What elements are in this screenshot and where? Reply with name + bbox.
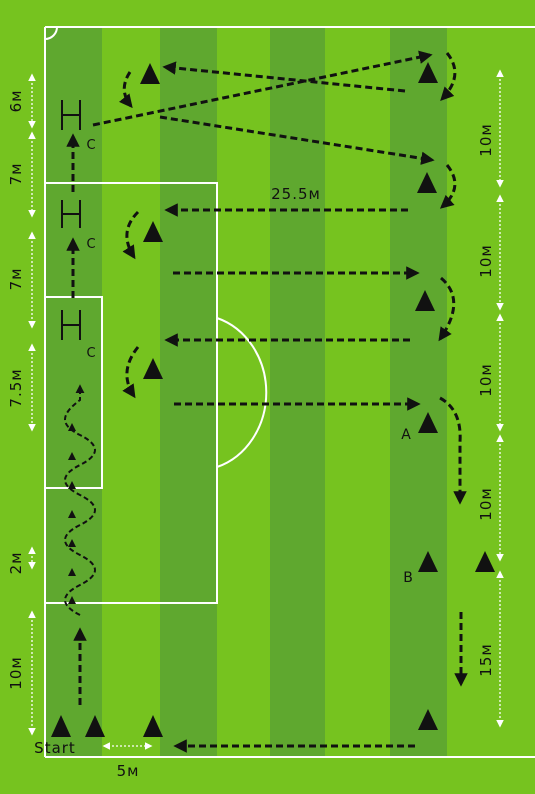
right-distance-labels: 10м 10м 10м 10м 15м	[477, 123, 495, 676]
hurdle-icon	[61, 200, 81, 228]
dashed-arrow	[92, 50, 433, 127]
hurdle-label: C	[86, 346, 95, 361]
distance-label: 7.5м	[7, 368, 25, 407]
cone-icon	[143, 221, 163, 242]
distance-label: 15м	[477, 643, 495, 676]
cone-icon	[417, 172, 437, 193]
cone-icon	[418, 62, 438, 83]
cone-icon	[475, 551, 495, 572]
distance-label: 10м	[477, 487, 495, 520]
dashed-arrow	[440, 52, 457, 101]
distance-label: 10м	[7, 656, 25, 689]
cone-icon	[140, 63, 160, 84]
cone-a-icon	[418, 412, 438, 433]
start-label: Start	[34, 739, 76, 757]
left-distance-labels: 6м 7м 7м 7.5м 2м 10м	[7, 90, 25, 690]
cone-icon	[85, 715, 105, 737]
cone-b-icon	[418, 551, 438, 572]
dashed-arrow	[118, 71, 133, 109]
cone-icon	[51, 715, 71, 737]
distance-label: 2м	[7, 552, 25, 575]
width-top-label: 25.5м	[271, 185, 321, 203]
dashed-arrow	[439, 396, 467, 505]
dashed-arrow	[162, 61, 406, 93]
cone-a-label: A	[401, 427, 411, 443]
hurdles	[61, 100, 81, 340]
dashed-arrow	[159, 115, 435, 165]
penalty-arc	[216, 317, 268, 468]
cone-icon	[143, 715, 163, 737]
cone-icon	[143, 358, 163, 379]
pitch-lines	[44, 26, 535, 758]
dashed-arrow	[438, 276, 456, 342]
dashed-arrow	[122, 346, 140, 399]
cone-icon	[415, 290, 435, 311]
corner-arc	[44, 26, 58, 40]
distance-label: 10м	[477, 244, 495, 277]
slalom-dribble	[64, 384, 96, 616]
cone-b-label: B	[403, 570, 413, 586]
hurdle-label: C	[86, 138, 95, 153]
dashed-arrow	[439, 164, 457, 209]
distance-label: 10м	[477, 363, 495, 396]
hurdle-icon	[61, 100, 81, 130]
distance-label: 7м	[7, 163, 25, 186]
distance-label: 7м	[7, 268, 25, 291]
distance-label: 10м	[477, 123, 495, 156]
hurdle-label: C	[86, 237, 95, 252]
grass-stripes	[45, 27, 447, 757]
cone-icon	[418, 709, 438, 730]
dashed-arrow	[122, 210, 140, 260]
cones	[51, 62, 495, 737]
start-gap-label: 5м	[117, 762, 140, 780]
hurdle-icon	[61, 310, 81, 340]
distance-label: 6м	[7, 90, 25, 113]
penalty-area	[45, 182, 218, 604]
movement-arrows	[66, 50, 468, 753]
